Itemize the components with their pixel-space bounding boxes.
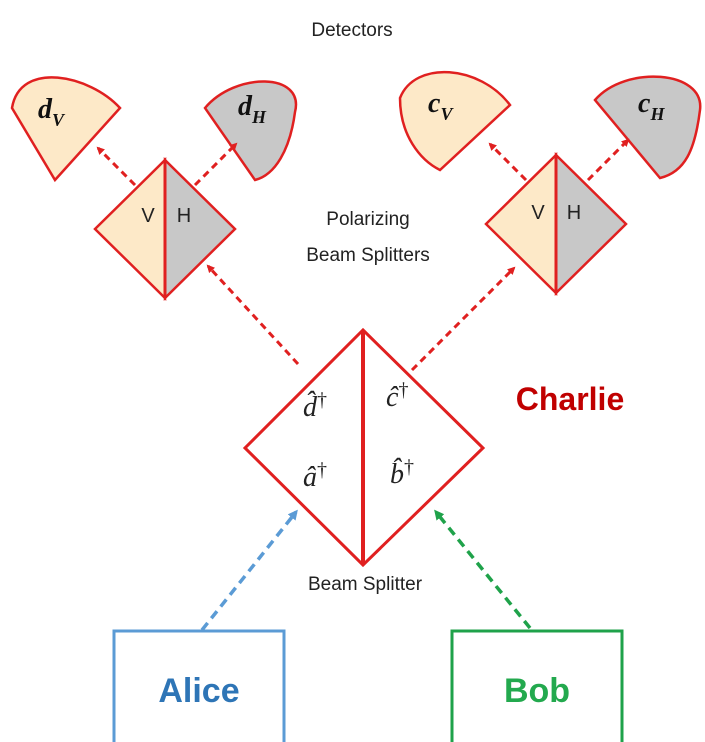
pbs-right: V H (484, 152, 628, 296)
arrow-pbs-right-to-ch (586, 138, 630, 182)
svg-text:ĉ†: ĉ† (386, 379, 408, 413)
pbs-label-line1: Polarizing (326, 209, 409, 230)
port-b-dagger: † (404, 456, 414, 478)
alice-label: Alice (158, 672, 239, 710)
svg-text:cV: cV (428, 88, 454, 124)
port-b: b̂ (390, 458, 404, 490)
beam-splitter-label: Beam Splitter (308, 574, 423, 595)
pbs-left: V H (93, 157, 237, 301)
arrow-bs-to-pbs-right (410, 266, 516, 372)
detector-c-h-base: c (638, 88, 651, 119)
port-d: d̂ (303, 391, 318, 423)
beam-splitter: d̂† ĉ† â† b̂† (242, 327, 486, 568)
charlie-label: Charlie (516, 381, 624, 417)
pbs-right-v-label: V (531, 202, 545, 224)
arrow-alice-to-bs (200, 509, 298, 632)
arrow-bob-to-bs (434, 509, 532, 630)
port-d-dagger: † (317, 389, 327, 411)
detector-d-v-base: d (38, 94, 53, 125)
svg-text:dH: dH (238, 91, 267, 127)
alice-box: Alice (112, 629, 286, 742)
detector-d-v-sub: V (52, 110, 66, 130)
port-c-dagger: † (398, 379, 408, 401)
svg-text:â†: â† (303, 459, 327, 493)
svg-text:cH: cH (638, 88, 665, 124)
detector-d-h-sub: H (251, 107, 267, 127)
arrow-pbs-right-to-cv (488, 142, 528, 182)
detector-d-h-base: d (238, 91, 253, 122)
pbs-left-v-label: V (141, 205, 155, 227)
pbs-right-h-label: H (567, 202, 581, 224)
detector-c-h: cH (593, 75, 702, 180)
arrow-bs-to-pbs-left (206, 264, 300, 366)
detector-d-v: dV (10, 76, 122, 183)
detector-c-v-base: c (428, 88, 441, 119)
detector-d-h: dH (203, 80, 298, 182)
port-a-dagger: † (317, 459, 327, 481)
arrow-pbs-left-to-dh (193, 142, 238, 187)
detector-c-h-sub: H (649, 104, 665, 124)
pbs-label-line2: Beam Splitters (306, 245, 430, 266)
detector-c-v: cV (398, 70, 512, 172)
svg-text:d̂†: d̂† (303, 389, 327, 423)
detector-c-v-sub: V (440, 104, 454, 124)
bob-box: Bob (450, 629, 624, 742)
arrow-pbs-left-to-dv (96, 146, 137, 187)
port-c: ĉ (386, 382, 399, 413)
detectors-title: Detectors (311, 20, 392, 41)
svg-text:dV: dV (38, 94, 66, 130)
svg-text:b̂†: b̂† (390, 456, 414, 490)
pbs-left-h-label: H (177, 205, 191, 227)
bob-label: Bob (504, 672, 570, 710)
port-a: â (303, 462, 317, 493)
